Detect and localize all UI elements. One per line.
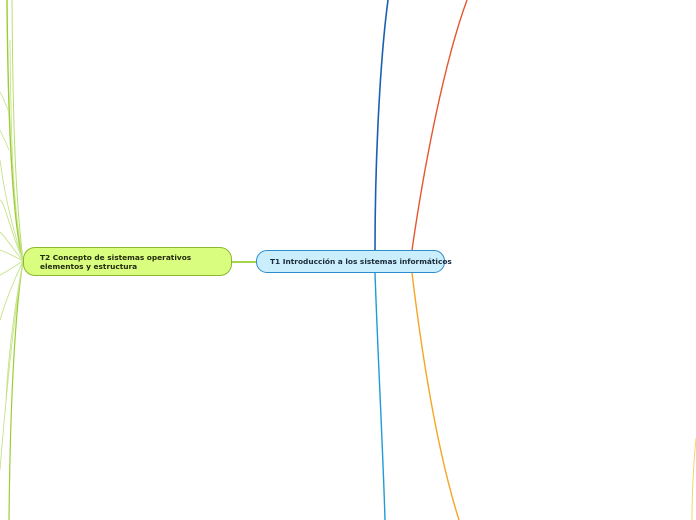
branch-green-sub-3 xyxy=(0,159,24,262)
branch-green-sub-5 xyxy=(0,231,24,262)
subtopic-label: T2 Concepto de sistemas operativos eleme… xyxy=(40,252,192,271)
branch-green-sub-11 xyxy=(0,91,9,111)
branch-green-sub-6 xyxy=(0,249,24,262)
branch-green-sub-7 xyxy=(0,260,24,276)
branch-green-sub-2 xyxy=(9,39,24,262)
branch-green-main-down xyxy=(8,260,24,520)
branch-dark-blue xyxy=(374,0,389,251)
branch-light-blue xyxy=(374,272,386,520)
branch-green-sub-12 xyxy=(0,129,10,151)
branch-green-main-up xyxy=(6,0,24,262)
branch-orange xyxy=(411,272,460,520)
branch-green-sub-4 xyxy=(0,199,24,262)
branch-green-sub-10 xyxy=(0,260,24,471)
branch-green-sub-1 xyxy=(11,0,24,262)
subtopic-node[interactable]: T2 Concepto de sistemas operativos eleme… xyxy=(23,247,232,276)
central-topic-label: T1 Introducción a los sistemas informáti… xyxy=(270,257,452,266)
central-topic-node[interactable]: T1 Introducción a los sistemas informáti… xyxy=(256,250,452,273)
branch-red-orange xyxy=(411,0,468,251)
branch-green-sub-8 xyxy=(0,260,24,321)
branch-edge-yellow xyxy=(691,437,696,520)
